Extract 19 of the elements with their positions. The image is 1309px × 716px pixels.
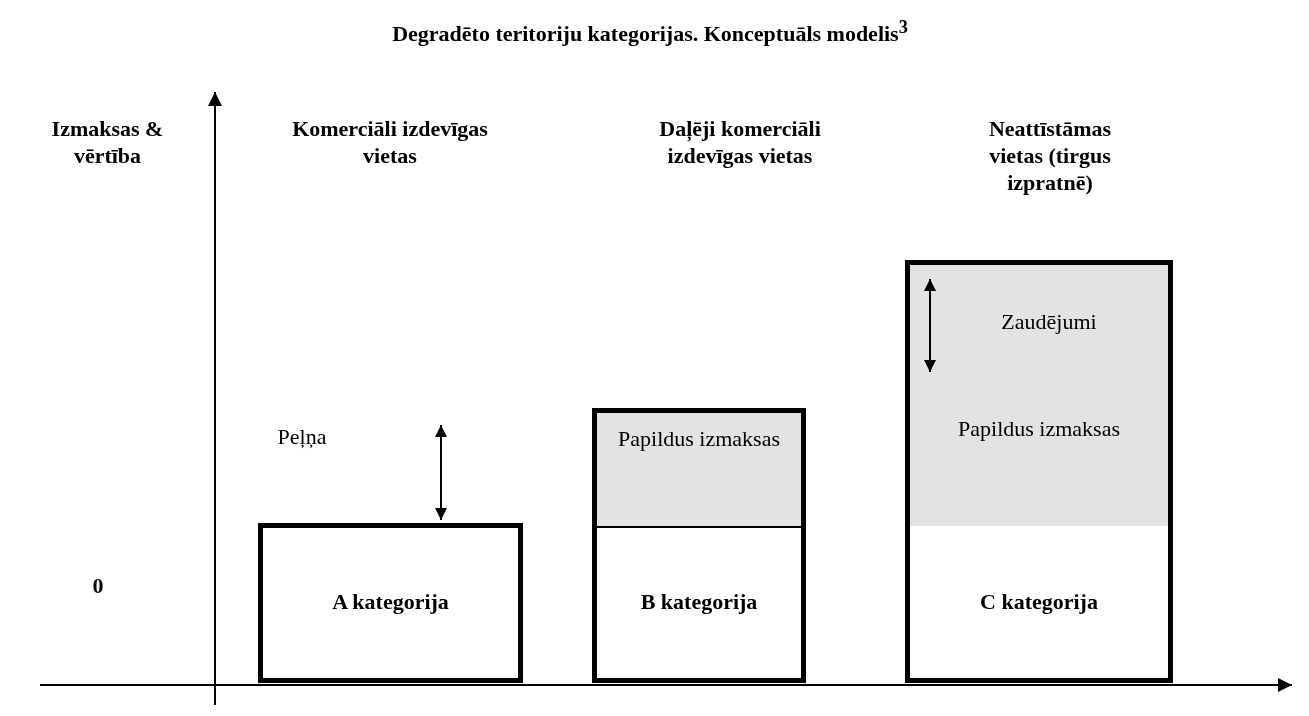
category-box bbox=[905, 260, 1173, 683]
column-heading: Daļēji komerciāli izdevīgas vietas bbox=[658, 115, 822, 169]
diagram-title: Degradēto teritoriju kategorijas. Konceptuāls modelis$^{3}$ bbox=[391, 16, 909, 48]
column-heading: Komerciāli izdevīgas vietas bbox=[291, 115, 489, 169]
category-label: C kategorija bbox=[979, 588, 1099, 615]
cost-band bbox=[910, 378, 1168, 526]
category-label: B kategorija bbox=[639, 588, 759, 615]
cost-band bbox=[910, 265, 1168, 378]
band-label: Papildus izmaksas bbox=[617, 425, 781, 452]
axis-zero-label: 0 bbox=[91, 572, 105, 599]
category-box bbox=[592, 408, 806, 683]
axis-title: Izmaksas & vērtība bbox=[50, 115, 165, 169]
category-box bbox=[258, 523, 523, 683]
column-heading: Neattīstāmas vietas (tirgus izpratnē) bbox=[987, 115, 1113, 196]
cost-band bbox=[597, 413, 801, 528]
profit-label: Peļņa bbox=[276, 423, 328, 450]
category-label: A kategorija bbox=[331, 588, 450, 615]
band-label: Papildus izmaksas bbox=[957, 415, 1121, 442]
band-label: Zaudējumi bbox=[1000, 308, 1098, 335]
